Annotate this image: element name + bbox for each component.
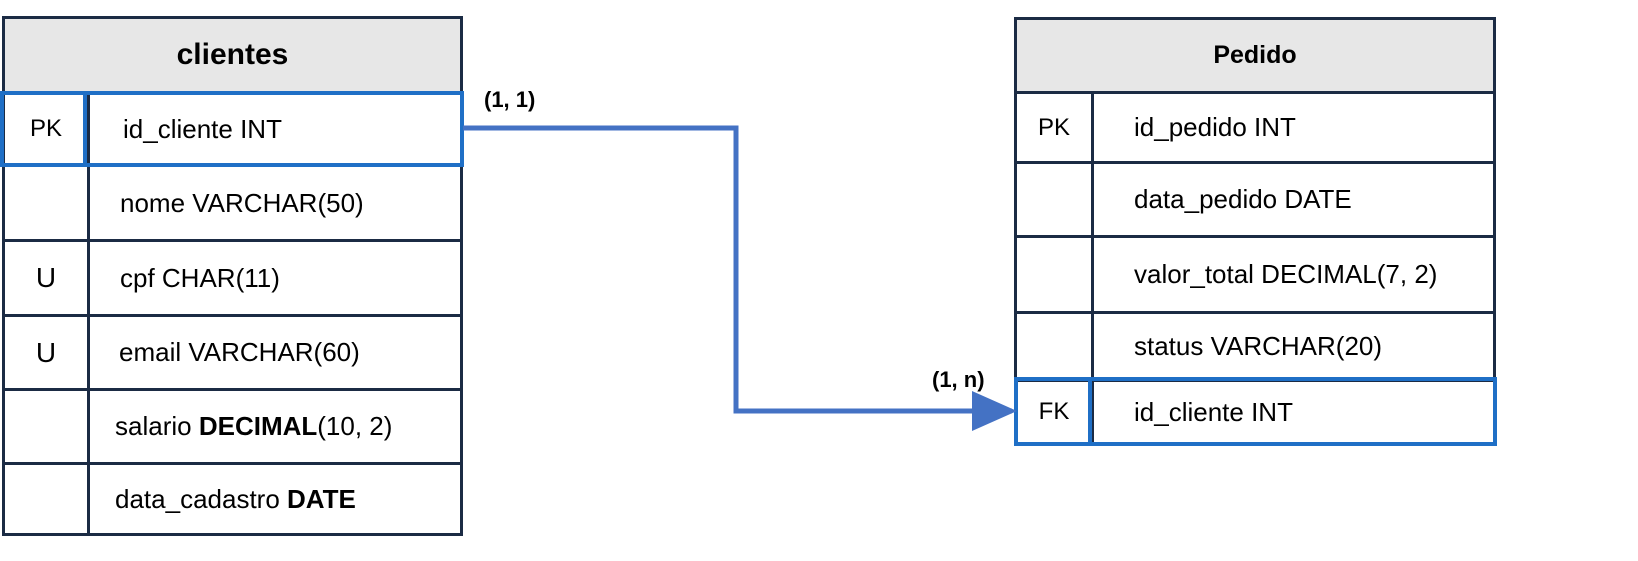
column-text: id_pedido INT	[1134, 112, 1296, 142]
table-title: Pedido	[1017, 20, 1493, 94]
table-row: data_cadastro DATE	[5, 465, 460, 533]
table-row: U cpf CHAR(11)	[5, 242, 460, 317]
key-cell	[5, 167, 90, 239]
key-cell	[1017, 314, 1094, 379]
table-clientes: clientes PK id_cliente INT nome VARCHAR(…	[2, 16, 463, 536]
column-text: salario	[115, 411, 199, 441]
column-text: id_cliente INT	[123, 113, 282, 144]
table-row: U email VARCHAR(60)	[5, 317, 460, 391]
column-cell: email VARCHAR(60)	[119, 317, 460, 388]
table-pedido: Pedido PK id_pedido INT data_pedido DATE…	[1014, 17, 1496, 445]
column-text: nome VARCHAR(50)	[120, 187, 364, 218]
column-type-bold: DATE	[287, 483, 356, 514]
table-row: FK id_cliente INT	[1017, 382, 1493, 442]
column-text: data_pedido DATE	[1134, 184, 1352, 214]
relationship-line	[463, 125, 1017, 431]
key-cell	[5, 391, 90, 462]
key-cell: PK	[1017, 94, 1094, 161]
key-cell: U	[5, 317, 90, 388]
column-cell: data_cadastro DATE	[115, 465, 460, 533]
table-row: valor_total DECIMAL(7, 2)	[1017, 238, 1493, 314]
column-text: cpf CHAR(11)	[120, 262, 280, 293]
key-cell	[1017, 238, 1094, 311]
table-title: clientes	[5, 19, 460, 94]
column-text: data_cadastro	[115, 483, 288, 514]
key-cell: PK	[5, 94, 90, 164]
key-cell: FK	[1017, 382, 1094, 442]
key-cell: U	[5, 242, 90, 314]
column-text: email VARCHAR(60)	[119, 337, 360, 367]
column-cell: status VARCHAR(20)	[1134, 314, 1493, 379]
column-cell: data_pedido DATE	[1134, 164, 1493, 235]
column-text: valor_total DECIMAL(7, 2)	[1134, 259, 1438, 289]
table-row: PK id_pedido INT	[1017, 94, 1493, 164]
source-cardinality-label: (1, 1)	[484, 87, 536, 112]
table-row: salario DECIMAL(10, 2)	[5, 391, 460, 465]
column-cell: nome VARCHAR(50)	[120, 167, 460, 239]
column-cell: cpf CHAR(11)	[120, 242, 460, 314]
column-text: status VARCHAR(20)	[1134, 331, 1383, 361]
column-cell: salario DECIMAL(10, 2)	[115, 391, 460, 462]
table-row: nome VARCHAR(50)	[5, 167, 460, 242]
column-type-bold: DECIMAL	[198, 411, 318, 441]
target-cardinality-label: (1, n)	[932, 367, 985, 392]
key-cell	[5, 465, 90, 533]
column-text-suffix: (10, 2)	[317, 411, 393, 441]
column-text: id_cliente INT	[1134, 396, 1293, 427]
key-cell	[1017, 164, 1094, 235]
column-cell: id_cliente INT	[123, 94, 460, 164]
column-cell: id_pedido INT	[1134, 94, 1493, 161]
column-cell: id_cliente INT	[1134, 382, 1493, 442]
table-row: data_pedido DATE	[1017, 164, 1493, 238]
column-cell: valor_total DECIMAL(7, 2)	[1134, 238, 1493, 311]
